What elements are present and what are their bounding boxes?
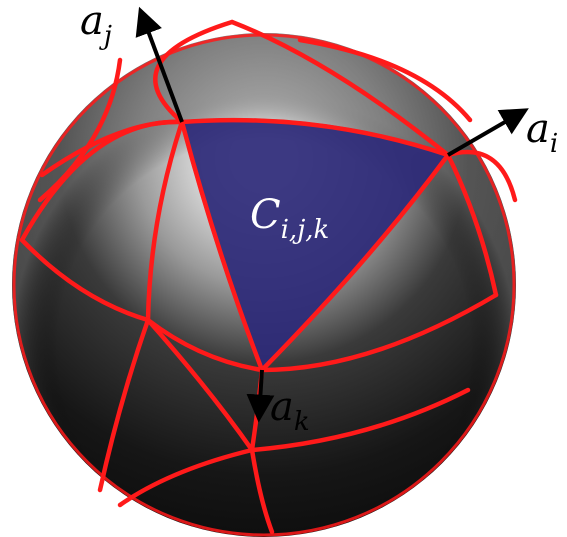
arc <box>179 119 265 373</box>
arrow-a-k <box>246 369 275 423</box>
arc <box>445 149 518 203</box>
arc <box>145 119 185 323</box>
sphere-outline <box>12 33 516 537</box>
arc <box>97 317 151 493</box>
arc <box>145 317 265 373</box>
arc <box>445 152 499 298</box>
arc <box>145 317 255 453</box>
arc <box>297 37 473 123</box>
arc <box>37 57 123 203</box>
arc <box>179 117 451 158</box>
arc <box>39 119 185 178</box>
arrow-a-j <box>135 6 184 123</box>
arc <box>19 237 151 323</box>
arc <box>259 152 451 373</box>
arrow-a-i <box>446 108 529 157</box>
label-cell: Ci,j,k <box>250 192 329 245</box>
arc <box>229 19 451 158</box>
label-a-k: ak <box>270 384 310 437</box>
arc <box>249 447 275 535</box>
great-circle-arcs <box>19 19 518 535</box>
label-a-j: aj <box>80 0 112 51</box>
arc <box>153 19 235 125</box>
arc <box>259 292 499 373</box>
arc <box>249 387 471 453</box>
label-a-i: ai <box>526 106 558 159</box>
axis-arrows <box>135 6 529 423</box>
